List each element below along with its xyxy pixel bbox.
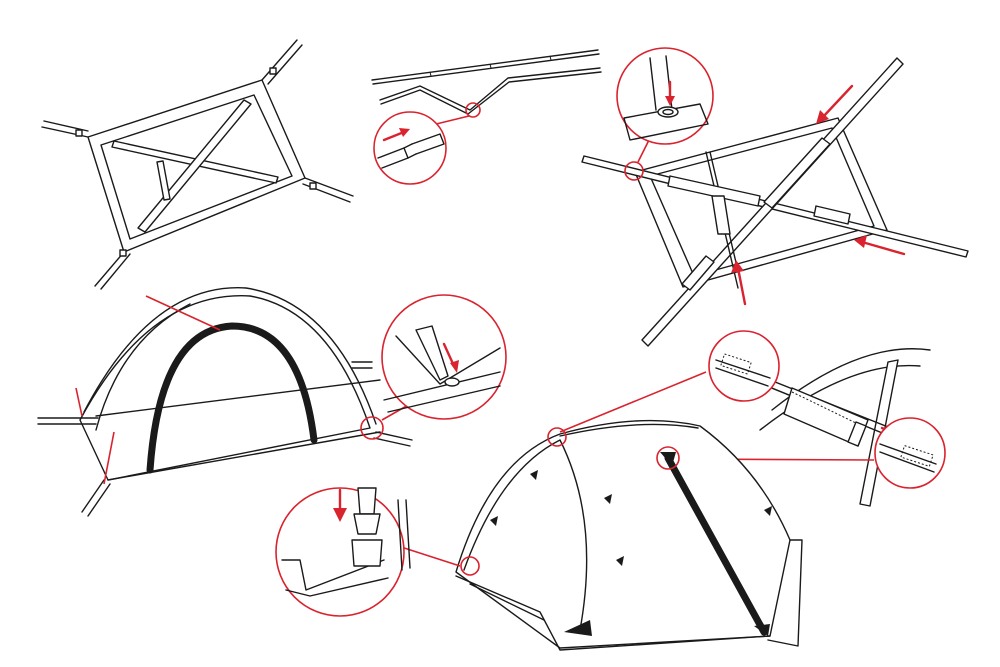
- step-insert-pole-tips-into-grommets: [581, 47, 969, 347]
- pole-joint: [429, 55, 552, 77]
- insert-arrow-head: [816, 110, 829, 124]
- pole-tip-detail: [415, 325, 449, 381]
- detail-callout: [874, 417, 946, 489]
- corner-strap: [373, 431, 413, 447]
- zipper-marker: [145, 295, 221, 331]
- pole-joint-detail: [403, 143, 417, 159]
- detail-marker: [656, 446, 680, 470]
- pole-detail: [397, 499, 411, 571]
- corner-strap: [94, 251, 131, 290]
- grommet-detail: [657, 106, 679, 118]
- grommet: [75, 129, 83, 137]
- detail-marker: [624, 161, 644, 181]
- pole-sleeve: [813, 205, 851, 225]
- step-clip-tent-body-to-poles: [37, 287, 507, 517]
- insert-arrow-head: [665, 96, 675, 106]
- corner-strap: [261, 39, 303, 85]
- tent-stake-patch: [754, 624, 770, 636]
- step-assemble-shock-corded-poles: [371, 49, 602, 185]
- step-thread-pole-through-sleeve: [559, 330, 946, 507]
- insert-arrow: [820, 84, 854, 120]
- pole-tip-hidden: [720, 353, 752, 375]
- buckle-male: [353, 513, 381, 535]
- frame-outline: [634, 117, 888, 288]
- clip-marker: [75, 387, 83, 417]
- pole-arch: [83, 287, 377, 425]
- floor-edge-detail: [383, 371, 501, 413]
- corner-strap: [81, 479, 111, 517]
- door-zipper: [146, 322, 318, 474]
- insert-arrow-head: [731, 260, 744, 273]
- detail-marker: [360, 416, 384, 440]
- insert-arrow: [860, 240, 906, 256]
- ground-line: [455, 575, 771, 651]
- pole-short: [156, 160, 171, 201]
- fly-zipper: [664, 454, 768, 636]
- insert-arrow-head: [333, 508, 347, 522]
- detail-marker: [460, 556, 480, 576]
- step-lay-out-tent-and-poles: [41, 39, 354, 290]
- corner-strap: [302, 177, 354, 203]
- pole-tip-hidden: [900, 445, 934, 467]
- fly-edge-detail: [281, 559, 389, 597]
- leader-line: [397, 545, 461, 567]
- corner-strap: [351, 361, 373, 369]
- detail-marker: [547, 427, 567, 447]
- tent-fly: [455, 419, 791, 649]
- insert-arrow: [736, 266, 747, 306]
- insert-arrow: [382, 130, 406, 142]
- grommet: [309, 182, 317, 190]
- insert-arrow-head: [450, 360, 459, 373]
- pole-end-detail: [715, 359, 771, 387]
- frame-inner: [649, 127, 875, 277]
- leader-line: [637, 137, 651, 163]
- pole-sleeve: [667, 175, 761, 207]
- leader-line: [381, 403, 411, 421]
- insert-arrow-head: [399, 128, 410, 137]
- pole-sleeve: [763, 137, 831, 209]
- pole-sleeve: [681, 255, 715, 291]
- tent-floor-inner: [100, 94, 293, 240]
- clip-marker: [103, 431, 115, 485]
- tent-corner-detail: [395, 335, 501, 385]
- detail-callout: [373, 111, 447, 185]
- detail-marker: [465, 102, 481, 118]
- fly-seam: [463, 439, 588, 631]
- sleeve-end: [847, 421, 867, 447]
- pole-sections-detail: [377, 133, 445, 169]
- grommet-hole: [662, 108, 674, 116]
- grommet-detail: [444, 377, 460, 387]
- buckle-strap: [357, 487, 377, 515]
- pole-assembled: [371, 49, 600, 85]
- grommet: [119, 249, 127, 257]
- corner-strap: [37, 417, 99, 425]
- buckle-female: [351, 539, 383, 567]
- step-attach-fly-buckles: [275, 419, 803, 651]
- vestibule-edge: [767, 539, 803, 647]
- pole-end-detail: [879, 443, 937, 473]
- tent-side-pole: [859, 359, 899, 507]
- tent-floor-edge: [95, 379, 381, 481]
- detail-callout: [708, 330, 780, 402]
- insert-arrow-head: [854, 235, 867, 248]
- detail-callout: [381, 294, 507, 420]
- leader-line: [559, 371, 707, 433]
- pole-sleeve: [711, 195, 731, 235]
- zipper-pull: [660, 452, 676, 466]
- grommet: [269, 67, 277, 75]
- pole-arch-rear: [95, 303, 191, 431]
- ground-line-inner: [469, 583, 545, 621]
- tent-stake-patch: [564, 620, 592, 636]
- sleeve-seam: [791, 391, 859, 425]
- fly-ridge: [559, 423, 699, 437]
